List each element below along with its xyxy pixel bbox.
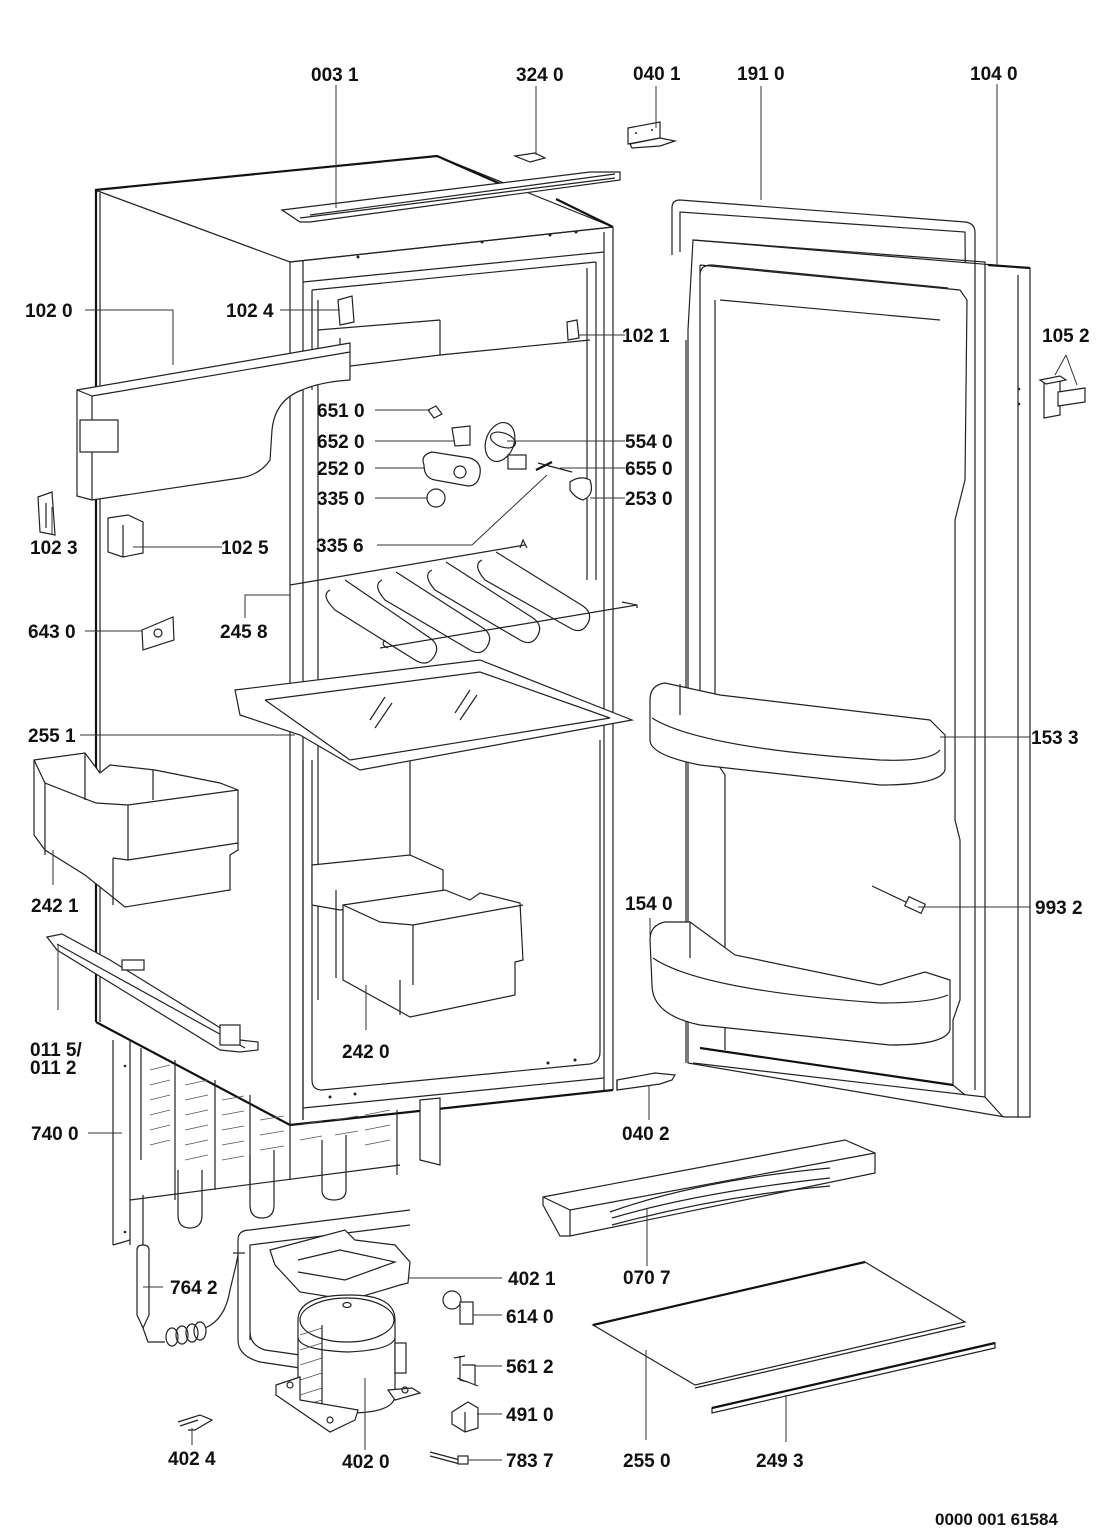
callout-2551: 255 1 [28, 726, 76, 747]
callout-1020: 102 0 [25, 301, 73, 322]
callout-1024: 102 4 [226, 301, 274, 322]
part-105-2-hinge [1017, 375, 1086, 419]
part-102-0-flap [76, 338, 351, 501]
callout-6140: 614 0 [506, 1307, 554, 1328]
callout-2420: 242 0 [342, 1042, 390, 1063]
part-011-5-rail [45, 933, 259, 1053]
part-491-0-cover [451, 1401, 479, 1433]
callout-6550: 655 0 [625, 459, 673, 480]
callout-3350: 335 0 [317, 489, 365, 510]
callout-1052: 105 2 [1042, 326, 1090, 347]
callout-0707: 070 7 [623, 1268, 671, 1289]
callout-7400: 740 0 [31, 1124, 79, 1145]
callout-0112: 011 2 [30, 1058, 77, 1079]
callout-2530: 253 0 [625, 489, 673, 510]
part-242-0-bin [311, 854, 524, 1018]
callout-2550: 255 0 [623, 1451, 671, 1472]
callout-7642: 764 2 [170, 1278, 218, 1299]
part-402-0-compressor [237, 1209, 422, 1433]
callout-1533: 153 3 [1031, 728, 1079, 749]
callout-1040: 104 0 [970, 64, 1018, 85]
part-324-clip [512, 152, 547, 163]
callout-5612: 561 2 [506, 1357, 554, 1378]
callout-2458: 245 8 [220, 622, 268, 643]
callout-0402: 040 2 [622, 1124, 670, 1145]
callout-6510: 651 0 [317, 401, 365, 422]
callout-2493: 249 3 [756, 1451, 804, 1472]
callout-9932: 993 2 [1035, 898, 1083, 919]
callout-4024: 402 4 [168, 1449, 216, 1470]
part-614-0-relay [442, 1290, 474, 1325]
callout-4021: 402 1 [508, 1269, 556, 1290]
part-643-0-plate [141, 616, 175, 651]
document-id: 0000 001 61584 [935, 1510, 1058, 1529]
callout-3240: 324 0 [516, 65, 564, 86]
part-102-5-block [107, 514, 144, 558]
callout-labels: 003 1 324 0 040 1 191 0 104 0 102 0 102 … [25, 64, 1090, 1529]
part-245-8-evaporator [289, 538, 638, 664]
part-783-7-pin [429, 1451, 469, 1465]
door-assembly [649, 199, 1031, 1118]
callout-7837: 783 7 [506, 1451, 554, 1472]
part-242-1-bin [33, 752, 239, 908]
callout-0031: 003 1 [311, 65, 359, 86]
part-402-4-clip [177, 1414, 214, 1431]
part-102-1-clip [566, 319, 580, 341]
part-764-2-drier [136, 1195, 245, 1347]
callout-0115: 011 5/ [30, 1040, 82, 1061]
part-561-2-clip [453, 1355, 479, 1387]
callout-2421: 242 1 [31, 896, 79, 917]
part-040-2-bracket [616, 1072, 677, 1091]
part-255-0-glass-plate [591, 1260, 967, 1389]
part-070-7-grille [542, 1139, 876, 1237]
part-102-3-hinge [37, 491, 56, 536]
callout-4020: 402 0 [342, 1452, 390, 1473]
callout-6430: 643 0 [28, 622, 76, 643]
callout-1025: 102 5 [221, 538, 269, 559]
callout-6520: 652 0 [317, 432, 365, 453]
callout-1540: 154 0 [625, 894, 673, 915]
part-255-1-glass-shelf [234, 659, 635, 771]
callout-1910: 191 0 [737, 64, 785, 85]
callout-2520: 252 0 [317, 459, 365, 480]
control-cluster [422, 405, 593, 508]
callout-5540: 554 0 [625, 432, 673, 453]
leader-lines [51, 84, 1078, 1461]
callout-1023: 102 3 [30, 538, 78, 559]
callout-0401: 040 1 [633, 64, 681, 85]
part-040-1-bracket [627, 121, 678, 149]
callout-3356: 335 6 [316, 536, 364, 557]
part-249-3-trim [711, 1341, 996, 1414]
callout-4910: 491 0 [506, 1405, 554, 1426]
part-102-4-clip [337, 295, 355, 326]
part-top-strip [280, 171, 621, 223]
callout-1021: 102 1 [622, 326, 670, 347]
part-740-0-condenser [112, 1040, 441, 1246]
